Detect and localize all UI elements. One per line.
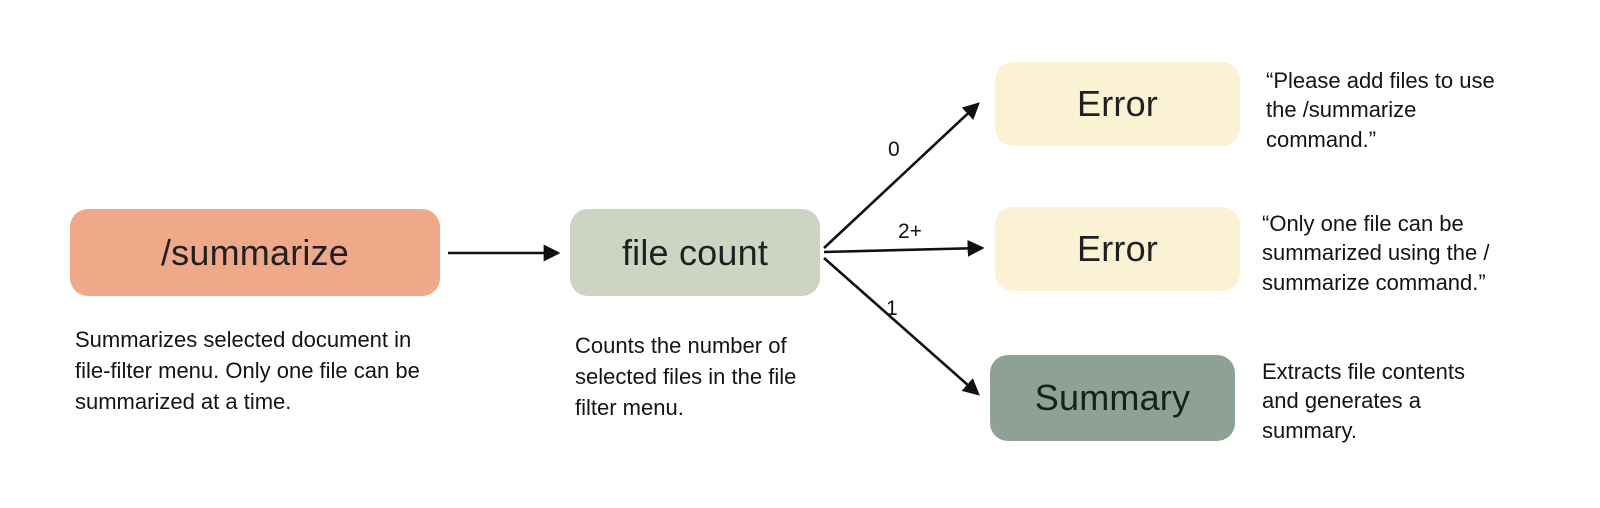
node-error-multi-label: Error <box>1077 228 1158 269</box>
summarize-caption: Summarizes selected document in file-fil… <box>75 327 420 415</box>
node-summarize-command: /summarize <box>70 209 440 296</box>
node-file-count: file count <box>570 209 820 296</box>
edge-label-two-plus: 2+ <box>898 220 922 243</box>
edge-filecount-to-summary <box>823 257 980 396</box>
error-multi-note: “Only one file can be summarized using t… <box>1262 211 1490 295</box>
edge-filecount-to-error-multi <box>823 239 985 257</box>
node-error-zero-files: Error <box>995 62 1240 146</box>
node-summarize-label: /summarize <box>160 231 350 273</box>
node-summary: Summary <box>990 355 1235 441</box>
node-summary-label: Summary <box>1034 377 1191 418</box>
file-count-caption: Counts the number of selected files in t… <box>575 333 797 421</box>
node-error-multiple-files: Error <box>995 207 1240 291</box>
summary-note: Extracts file contents and generates a s… <box>1262 359 1465 443</box>
node-file-count-label: file count <box>621 231 769 273</box>
node-error-zero-label: Error <box>1077 83 1158 124</box>
error-zero-note: “Please add files to use the /summarize … <box>1266 68 1495 152</box>
edge-label-one: 1 <box>886 297 898 320</box>
edge-label-zero: 0 <box>888 138 900 161</box>
